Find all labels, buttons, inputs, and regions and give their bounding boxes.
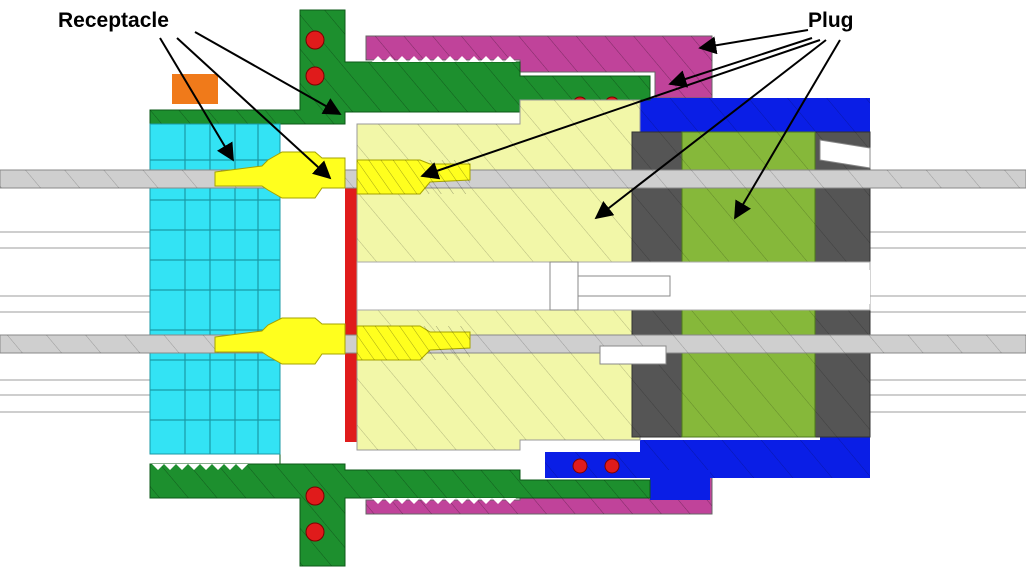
receptacle-shell <box>149 9 651 567</box>
arrow-plug-grommet <box>734 39 841 220</box>
arrow-plug-insert <box>594 39 827 220</box>
left-guide-lines <box>0 231 150 413</box>
right-guide-lines <box>870 231 1026 413</box>
leader-arrows <box>159 29 841 220</box>
arrow-plug-body <box>668 37 813 88</box>
interface-seal <box>345 180 357 442</box>
arrow-receptacle-contact <box>176 37 332 180</box>
arrow-plug-contact <box>420 39 821 180</box>
thread-teeth <box>152 56 516 504</box>
rear-cone <box>819 139 871 169</box>
arrow-plug-nut <box>698 29 809 55</box>
contact-hatching <box>357 160 470 360</box>
orange-tab-top <box>172 74 218 104</box>
plug-label: Plug <box>808 9 854 32</box>
arrow-receptacle-shell <box>194 31 342 115</box>
receptacle-label: Receptacle <box>58 9 169 32</box>
center-channel <box>356 261 871 311</box>
arrow-receptacle-insert <box>159 37 234 162</box>
